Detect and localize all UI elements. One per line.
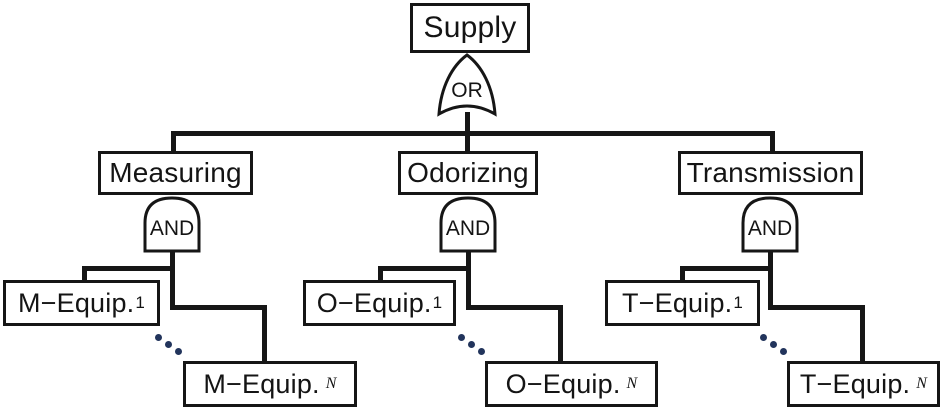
node-o-equip-1: O−Equip.1 bbox=[303, 280, 456, 326]
connector-transmission-first-v bbox=[680, 266, 685, 282]
and-gate-icon bbox=[741, 196, 799, 253]
connector-transmission-first-h bbox=[680, 266, 772, 271]
node-o-equip-1-label: O−Equip. bbox=[316, 287, 432, 318]
connector-odorizing-first-h bbox=[378, 266, 470, 271]
node-measuring-label: Measuring bbox=[109, 157, 242, 188]
node-t-equip-1-label: T−Equip. bbox=[621, 287, 733, 318]
connector-measuring-last-h bbox=[169, 305, 267, 310]
connector-odorizing-last-h bbox=[465, 305, 563, 310]
node-odorizing-label: Odorizing bbox=[407, 157, 529, 188]
connector-transmission-last-h bbox=[767, 305, 865, 310]
and-gate-icon bbox=[439, 196, 497, 253]
connector-drop-transmission bbox=[770, 131, 775, 152]
and-gate-transmission: AND bbox=[740, 196, 800, 253]
connector-odorizing-first-v bbox=[378, 266, 383, 282]
ellipsis-dots-transmission bbox=[760, 334, 790, 358]
node-o-equip-n-label: O−Equip. bbox=[505, 368, 621, 399]
node-m-equip-1: M−Equip.1 bbox=[3, 280, 160, 326]
node-odorizing: Odorizing bbox=[398, 151, 538, 195]
connector-measuring-first-v bbox=[82, 266, 87, 282]
connector-odorizing-stem bbox=[465, 251, 471, 308]
or-gate-icon bbox=[437, 53, 497, 117]
ellipsis-dots-odorizing bbox=[458, 334, 488, 358]
connector-measuring-last-v bbox=[261, 305, 267, 363]
connector-drop-measuring bbox=[171, 131, 176, 152]
node-m-equip-n: M−Equip.N bbox=[183, 361, 357, 407]
or-gate: OR bbox=[436, 53, 498, 118]
node-measuring: Measuring bbox=[98, 151, 253, 195]
connector-main-rail bbox=[171, 131, 775, 136]
node-t-equip-n-label: T−Equip. bbox=[799, 368, 911, 399]
node-m-equip-n-label: M−Equip. bbox=[203, 368, 320, 399]
connector-measuring-first-h bbox=[82, 266, 174, 271]
node-m-equip-1-label: M−Equip. bbox=[17, 287, 135, 318]
node-supply-label: Supply bbox=[423, 11, 517, 44]
and-gate-icon bbox=[143, 196, 201, 253]
node-t-equip-n: T−Equip.N bbox=[787, 361, 940, 407]
connector-transmission-last-v bbox=[859, 305, 865, 363]
node-transmission: Transmission bbox=[678, 151, 863, 195]
and-gate-odorizing: AND bbox=[438, 196, 498, 253]
connector-odorizing-last-v bbox=[557, 305, 563, 363]
or-gate-label: OR bbox=[451, 78, 483, 102]
node-t-equip-1: T−Equip.1 bbox=[605, 280, 760, 326]
and-gate-measuring-label: AND bbox=[149, 216, 195, 240]
node-o-equip-n: O−Equip.N bbox=[485, 361, 658, 407]
connector-measuring-stem bbox=[169, 251, 175, 308]
and-gate-measuring: AND bbox=[142, 196, 202, 253]
ellipsis-dots-measuring bbox=[155, 334, 185, 358]
node-supply: Supply bbox=[410, 3, 530, 53]
connector-transmission-stem bbox=[767, 251, 773, 308]
and-gate-odorizing-label: AND bbox=[445, 216, 491, 240]
node-transmission-label: Transmission bbox=[686, 157, 855, 188]
and-gate-transmission-label: AND bbox=[747, 216, 793, 240]
